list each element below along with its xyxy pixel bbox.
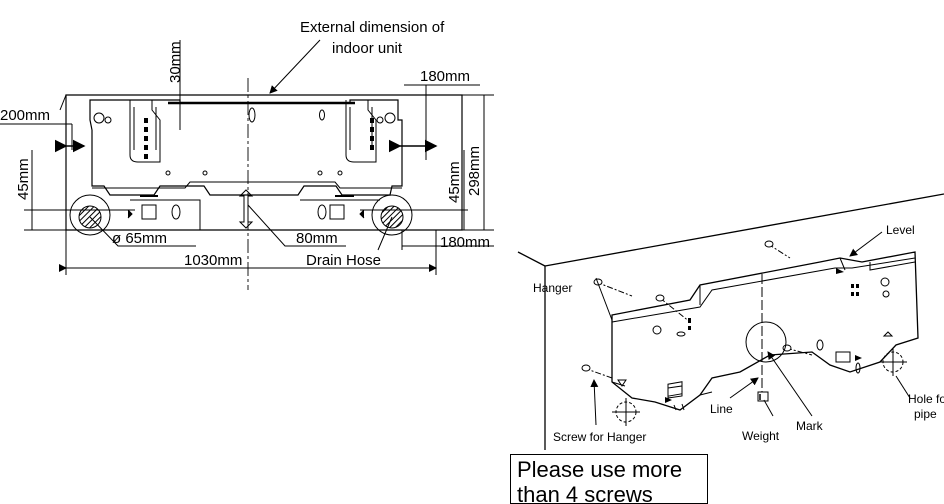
right-labels: Level Hanger Hole for pipe Line Mark Wei… xyxy=(533,223,944,444)
note-line-2: than 4 screws xyxy=(517,482,653,504)
external-dimension-label: External dimension of xyxy=(300,19,445,36)
line-label: Line xyxy=(710,402,733,416)
drain-hose-label: Drain Hose xyxy=(306,252,381,269)
mark-label: Mark xyxy=(796,419,824,433)
left-labels: External dimension of indoor unit 30mm 1… xyxy=(0,19,490,269)
indoor-unit-label: indoor unit xyxy=(332,40,403,57)
mounting-plate-front-view xyxy=(0,39,494,290)
mounting-plate-perspective-view xyxy=(517,193,944,450)
pipe-label: pipe xyxy=(914,407,937,421)
weight-label: Weight xyxy=(742,429,780,443)
screw-icons xyxy=(581,240,813,379)
dim-180mm-bottom: 180mm xyxy=(440,234,490,251)
dim-1030mm: 1030mm xyxy=(184,252,242,269)
dim-200mm: 200mm xyxy=(0,107,50,124)
dim-45mm-right: 45mm xyxy=(446,161,463,203)
screw-for-hanger-label: Screw for Hanger xyxy=(553,430,646,444)
dim-45mm-left: 45mm xyxy=(15,158,32,200)
dim-180mm-top: 180mm xyxy=(420,68,470,85)
dim-diameter-65mm: ø 65mm xyxy=(112,230,167,247)
note-line-1: Please use more xyxy=(517,457,683,482)
screw-note-box: Please use more than 4 screws xyxy=(510,454,708,504)
hole-for-pipe-label: Hole for xyxy=(908,392,944,406)
level-label: Level xyxy=(886,223,915,237)
hanger-label: Hanger xyxy=(533,281,572,295)
dim-298mm: 298mm xyxy=(466,146,483,196)
dim-80mm: 80mm xyxy=(296,230,338,247)
dim-30mm: 30mm xyxy=(167,41,184,83)
